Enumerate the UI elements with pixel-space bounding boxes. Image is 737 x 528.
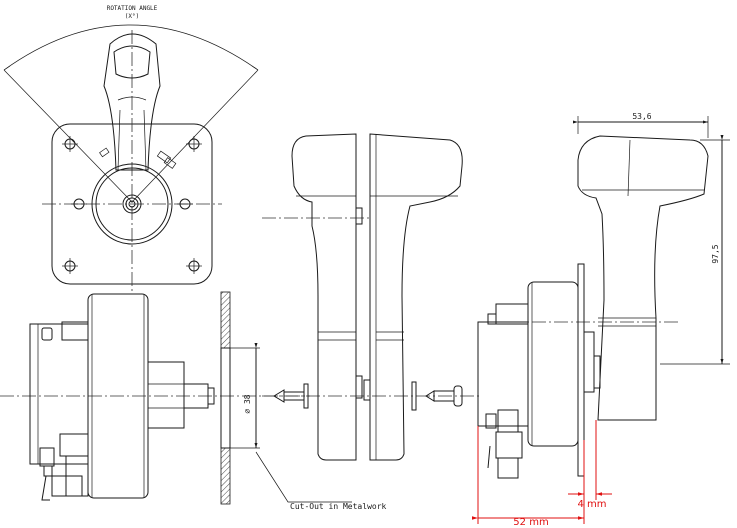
panel-upper: [220, 291, 231, 349]
assembled-panel: [577, 263, 585, 477]
cutout-note: Cut-Out in Metalwork: [290, 502, 387, 511]
mounting-hole: [62, 136, 202, 274]
assembled-side-view: [477, 135, 709, 479]
handle-right-half: [369, 133, 463, 461]
rear-housing: [29, 323, 89, 465]
diameter-dimension: ⌀ 38: [243, 394, 252, 413]
assembled-body: [527, 281, 579, 447]
rotation-angle-label: ROTATION ANGLE: [107, 5, 158, 12]
pin: [425, 385, 463, 407]
hub: [91, 163, 173, 245]
panel-lower: [220, 447, 231, 505]
offset-dimension: 4 mm: [577, 499, 606, 510]
handle-exploded-view: [262, 133, 480, 461]
rotation-arc: [3, 24, 259, 71]
handle-left-half: [291, 133, 357, 461]
rotation-angle-value: (X°): [125, 13, 139, 20]
dimensions: 53,6 97,5 52 mm 4 mm: [472, 112, 730, 528]
screw: [273, 383, 309, 409]
side-view-body: [0, 293, 310, 501]
height-dimension: 97,5: [711, 244, 720, 263]
front-view: ROTATION ANGLE (X°): [3, 5, 259, 292]
washer: [411, 381, 417, 411]
width-dimension: 53,6: [632, 112, 651, 121]
handle-grip: [103, 33, 161, 171]
shaft-collar: [147, 361, 185, 429]
panel-section: ⌀ 38 Cut-Out in Metalwork: [220, 291, 387, 511]
assembled-handle: [577, 135, 709, 421]
depth-dimension: 52 mm: [513, 517, 548, 528]
